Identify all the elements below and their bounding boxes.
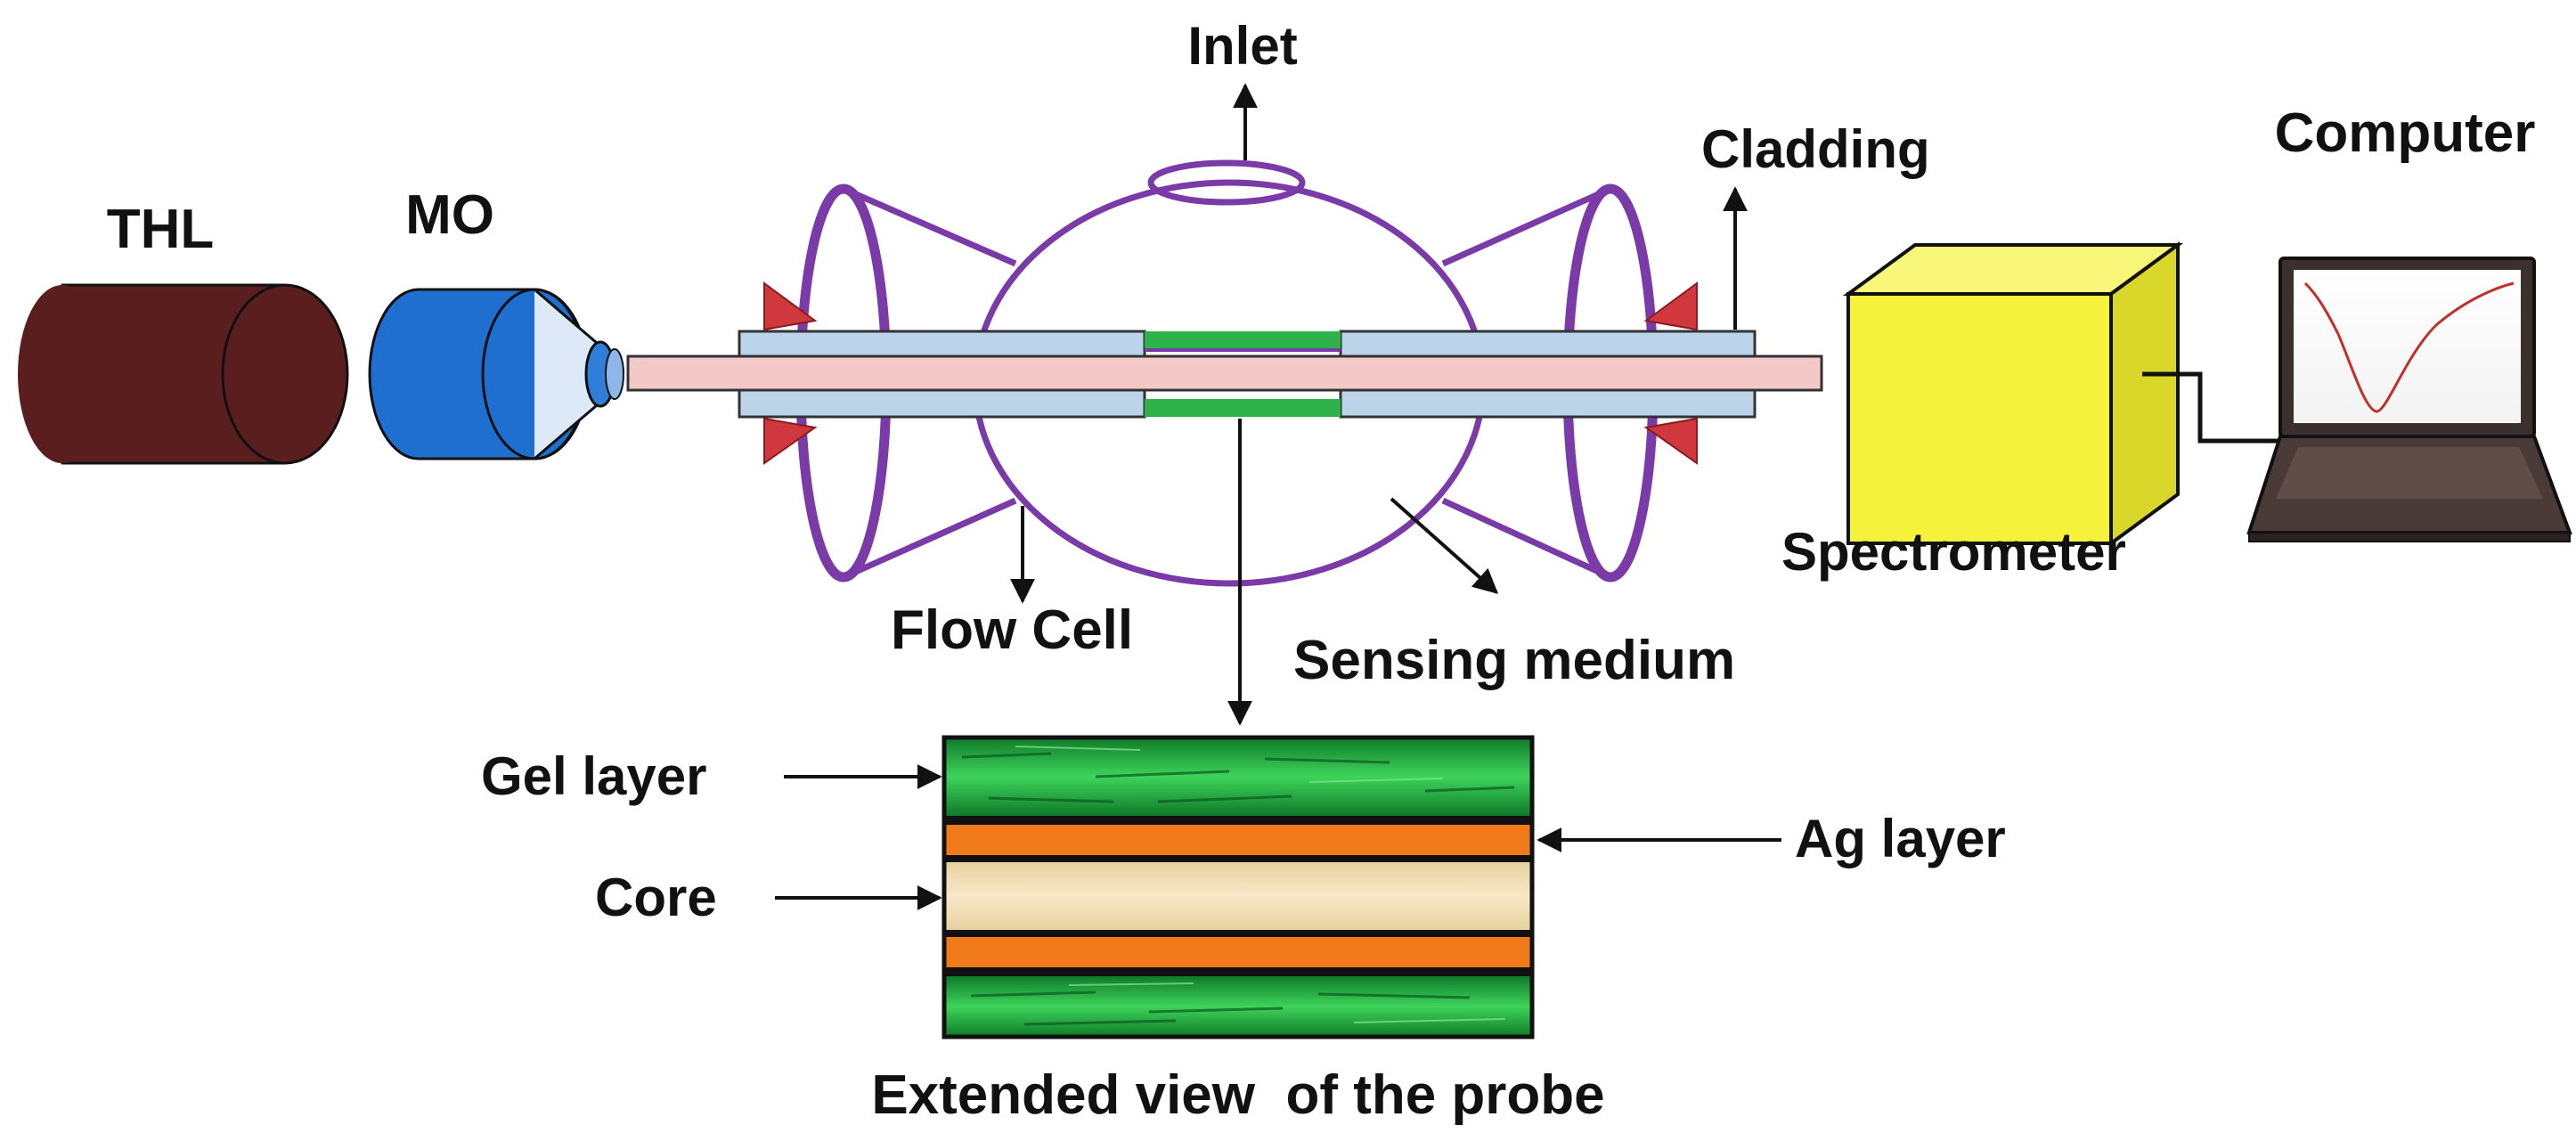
core-layer bbox=[944, 862, 1532, 930]
sensing-region-top bbox=[1145, 331, 1341, 349]
core-label: Core bbox=[595, 868, 717, 927]
spectrometer-label: Spectrometer bbox=[1781, 522, 2126, 582]
mo-microscope-objective bbox=[368, 288, 624, 460]
extended-view-caption: Extended view of the probe bbox=[871, 1064, 1604, 1126]
computer-laptop bbox=[2246, 257, 2572, 542]
ag-layer-top bbox=[944, 825, 1532, 855]
spectrometer bbox=[1842, 241, 2184, 547]
gel-layer-bottom bbox=[944, 976, 1532, 1037]
thl-light-source bbox=[18, 283, 349, 465]
gel-layer-top bbox=[944, 738, 1532, 816]
sensing-region-bottom bbox=[1145, 399, 1341, 417]
inlet-label: Inlet bbox=[1187, 16, 1297, 76]
probe-extended-view bbox=[942, 735, 1535, 1039]
sensing-medium-label: Sensing medium bbox=[1293, 630, 1735, 691]
spr-dip-curve bbox=[2303, 281, 2515, 413]
computer-label: Computer bbox=[2275, 102, 2536, 164]
data-cable bbox=[2142, 371, 2298, 444]
fiber-core bbox=[626, 355, 1823, 392]
fiber-holders bbox=[763, 281, 1698, 465]
flow-cell-label: Flow Cell bbox=[891, 599, 1133, 661]
mo-label: MO bbox=[405, 184, 494, 246]
optical-fiber bbox=[626, 330, 1823, 419]
ag-layer-label: Ag layer bbox=[1795, 809, 2006, 868]
cladding-label: Cladding bbox=[1701, 119, 1930, 179]
gel-layer-label: Gel layer bbox=[481, 746, 707, 806]
ag-layer-bottom bbox=[944, 937, 1532, 967]
sensing-medium-arrow bbox=[1390, 497, 1499, 594]
thl-label: THL bbox=[107, 199, 215, 260]
annotation-arrows bbox=[775, 83, 1781, 910]
